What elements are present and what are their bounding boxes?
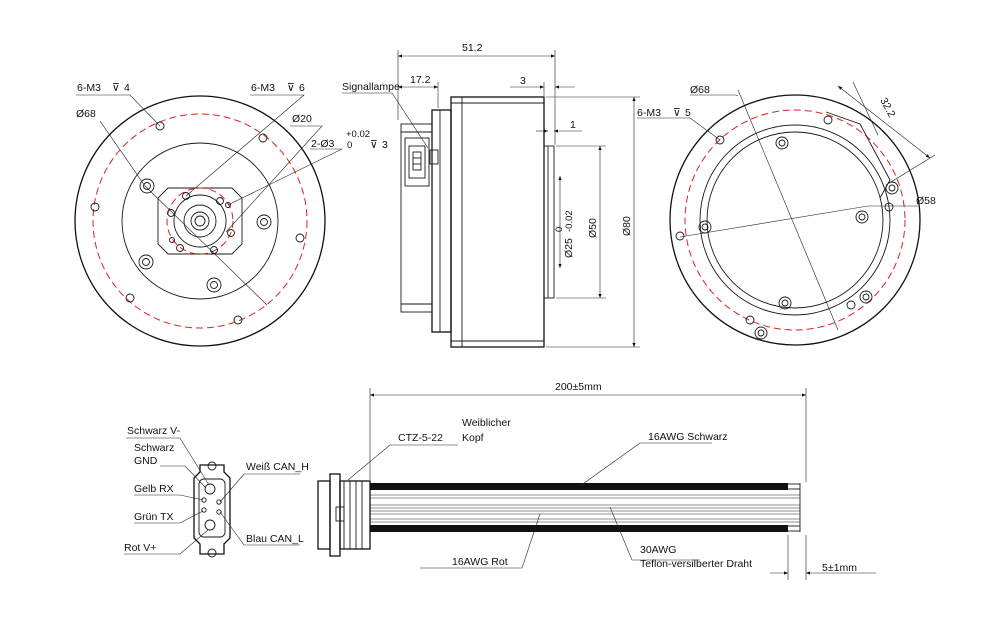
side-d80-label: Ø80 [621, 216, 633, 236]
pin-tol-upper: +0.02 [346, 129, 370, 140]
depth-symbol-2: ⊽ [287, 82, 295, 94]
cable-view [317, 388, 876, 580]
wire-red-label: 16AWG Rot [452, 556, 508, 568]
side-d50-label: Ø50 [587, 218, 599, 238]
pinout-view [124, 437, 300, 558]
center-holes-label: 6-M3 [251, 82, 275, 94]
strip-length: 5±1mm [822, 562, 857, 574]
front-d68-label: Ø68 [76, 108, 96, 120]
pin-black-v: Schwarz V- [127, 425, 181, 437]
wire-thin-line2: Teflon-versilberter Draht [640, 558, 752, 570]
side-lamp-offset: 17.2 [410, 74, 431, 86]
cable-length: 200±5mm [555, 381, 602, 393]
pin-tol-lower: 0 [347, 140, 352, 151]
wire-black-label: 16AWG Schwarz [648, 431, 728, 443]
side-d25-label: Ø25 [563, 238, 575, 258]
wire-thin-line1: 30AWG [640, 544, 676, 556]
pin-red: Rot V+ [124, 542, 156, 554]
pin-yellow: Gelb RX [134, 483, 174, 495]
pin-black-gnd-2: GND [134, 455, 158, 467]
pin-black-gnd-1: Schwarz [134, 442, 174, 454]
front-view [74, 94, 343, 347]
back-d68-label: Ø68 [690, 84, 710, 96]
center-d20-label: Ø20 [292, 113, 312, 125]
pin-depth: 3 [382, 139, 388, 151]
back-view [637, 81, 936, 346]
connector-type: CTZ-5-22 [398, 432, 443, 444]
front-outer-holes [90, 121, 305, 325]
pin-white: Weiß CAN_H [246, 461, 309, 473]
front-ring-bolts [138, 178, 272, 293]
center-holes-depth: 6 [299, 82, 305, 94]
back-holes-depth: 5 [685, 107, 691, 119]
side-d25-group: Ø25 0 -0.02 [554, 210, 575, 258]
side-3-dim: 3 [520, 75, 526, 87]
connector-head-line2: Kopf [462, 432, 484, 444]
side-total-dim: 51.2 [462, 42, 483, 54]
depth-symbol-1: ⊽ [112, 82, 120, 94]
signal-lamp-label: Signallampe [342, 81, 400, 93]
side-1-dim: 1 [570, 119, 576, 131]
pin-blue: Blau CAN_L [246, 533, 304, 545]
pin-green: Grün TX [134, 511, 174, 523]
depth-symbol-3: ⊽ [370, 139, 378, 151]
back-d58-label: Ø58 [916, 195, 936, 207]
pin-holes-label: 2-Ø3 [311, 138, 335, 150]
back-bolts [698, 136, 899, 340]
side-d25-tol-lower: -0.02 [564, 210, 575, 232]
back-holes-label: 6-M3 [637, 107, 661, 119]
front-holes-label: 6-M3 [77, 82, 101, 94]
depth-symbol-4: ⊽ [673, 107, 681, 119]
front-holes-depth: 4 [124, 82, 130, 94]
connector-head-line1: Weiblicher [462, 417, 511, 429]
back-32-dim: 32.2 [877, 96, 897, 120]
side-d25-tol-upper: 0 [554, 227, 565, 232]
side-view [342, 50, 640, 348]
